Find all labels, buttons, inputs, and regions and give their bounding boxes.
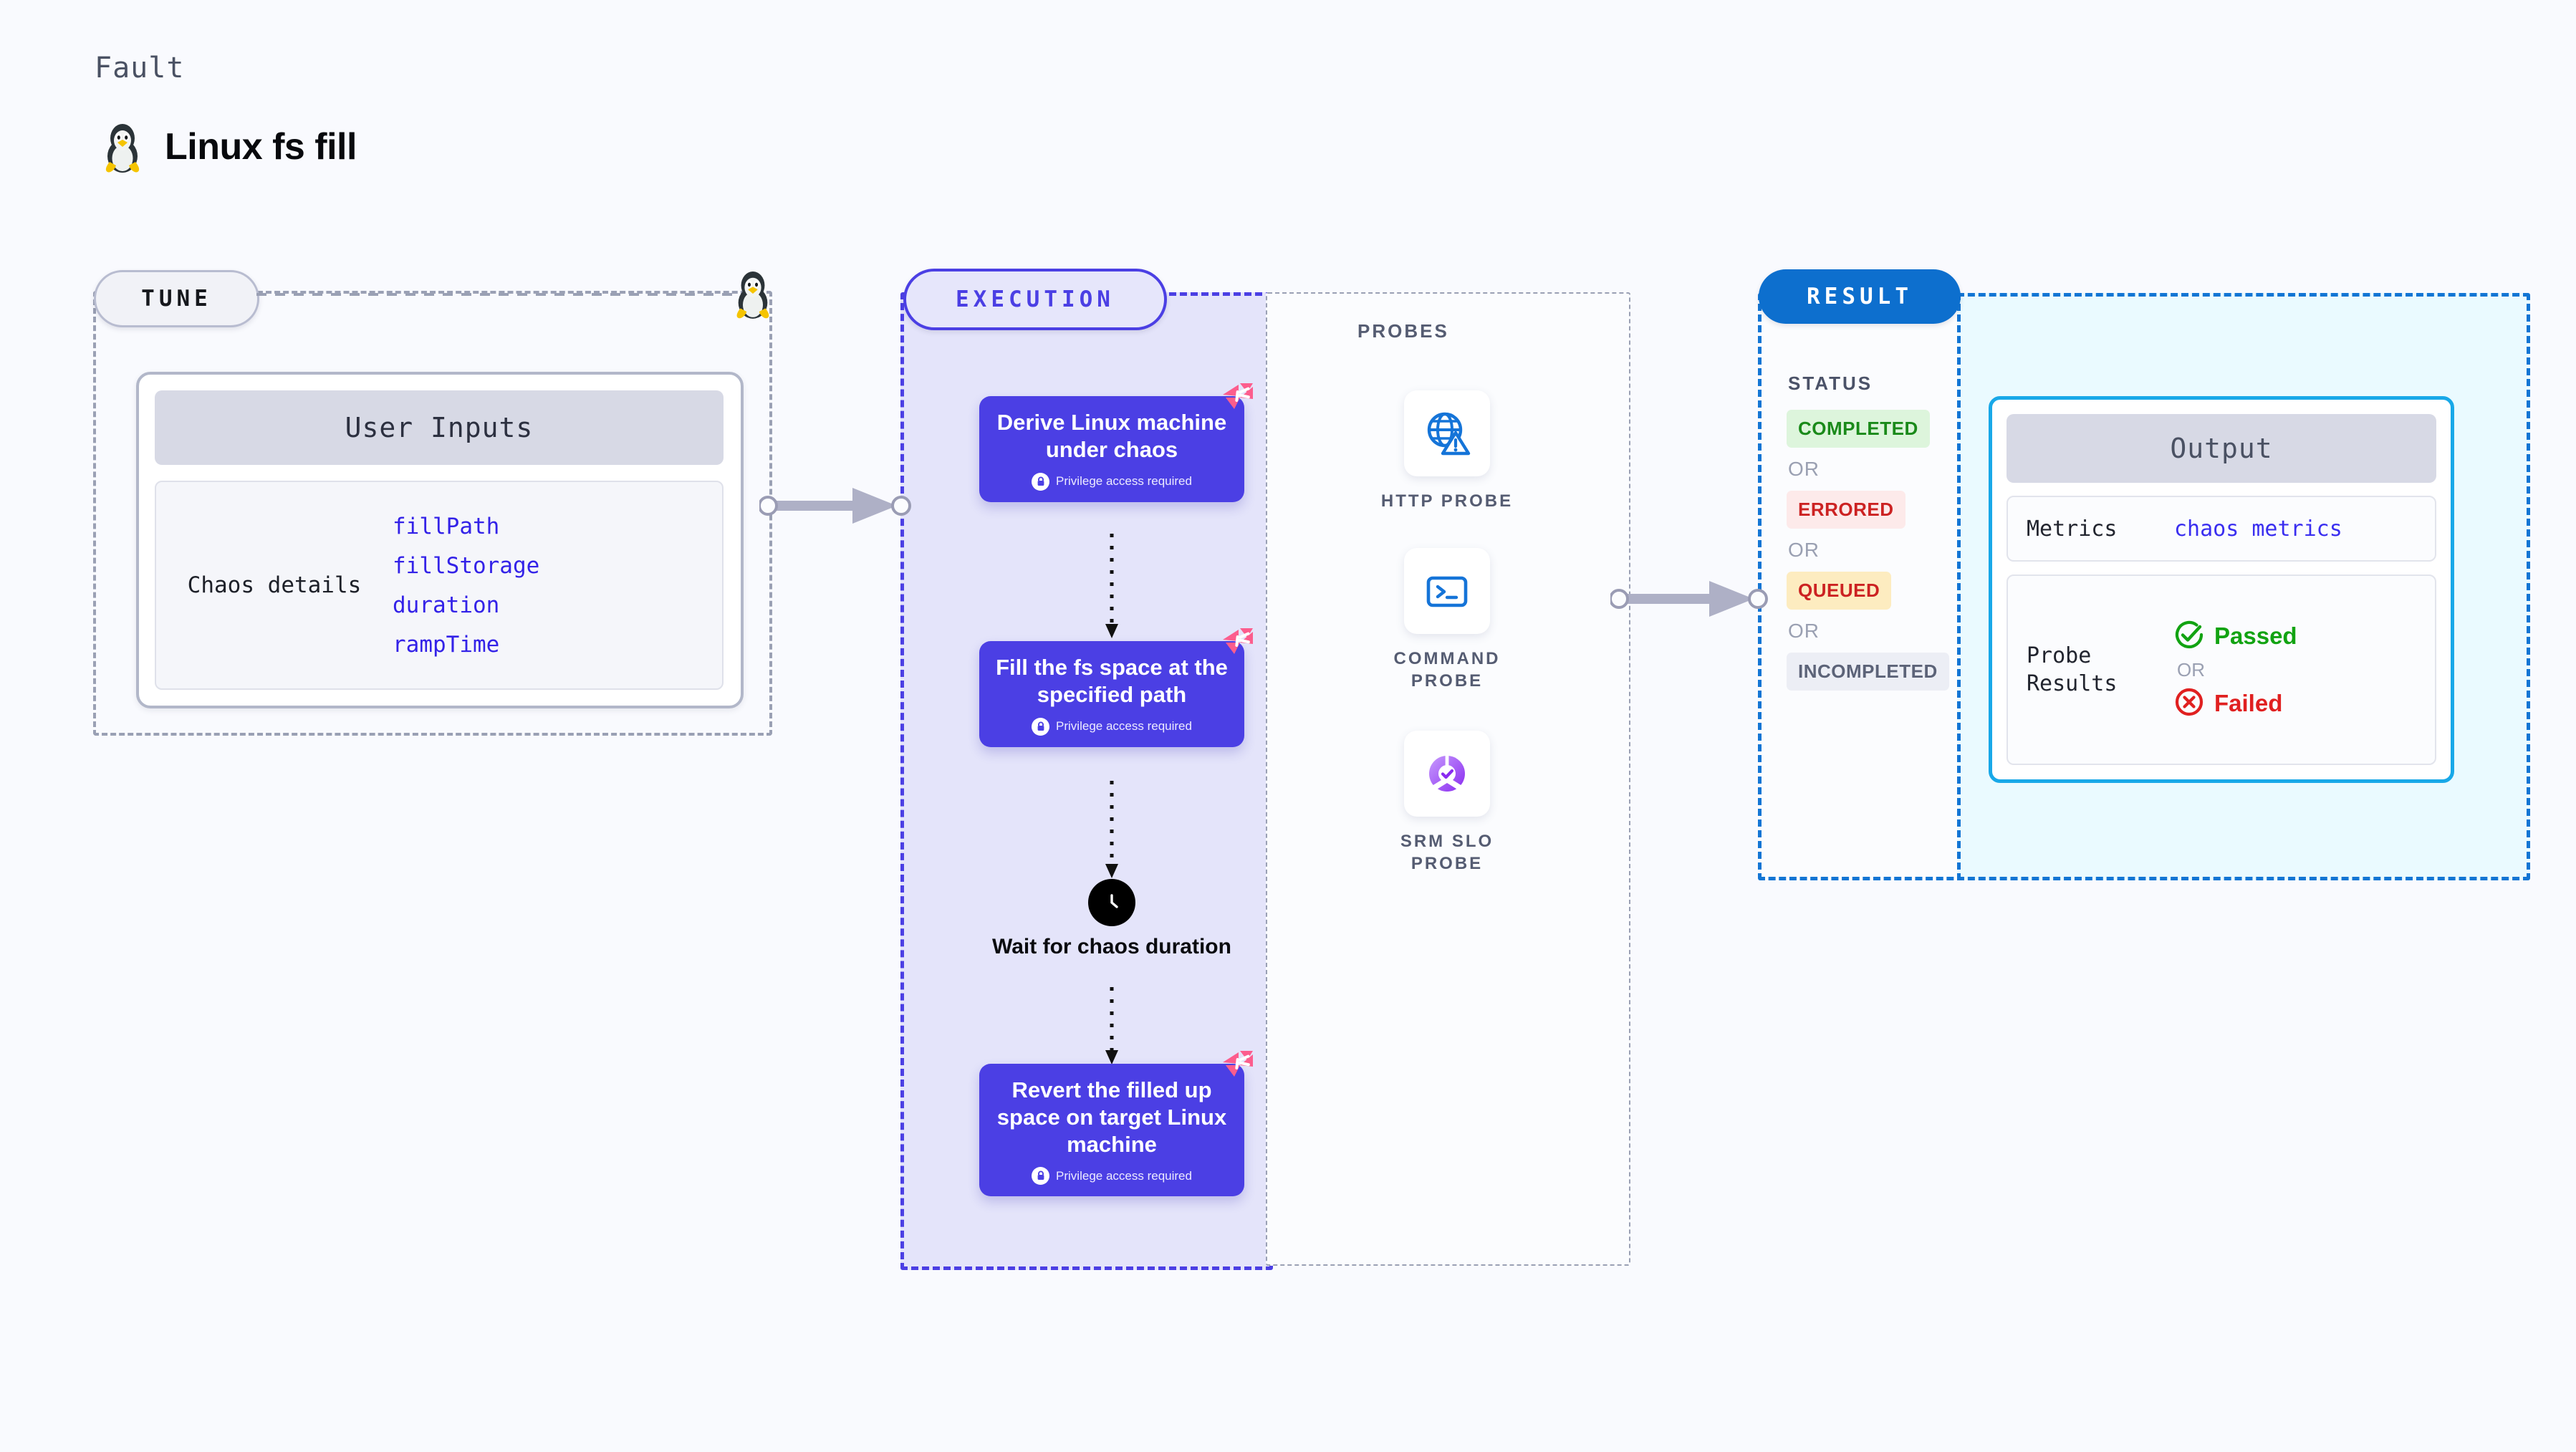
status-badge-completed: COMPLETED [1787,410,1930,448]
output-probe-results-row: Probe Results Passed OR [2007,574,2436,765]
probe-item-command[interactable]: COMMAND PROBE [1361,548,1533,692]
x-circle-icon [2174,687,2204,721]
harness-flag-icon [1220,625,1254,662]
or-separator: OR [1788,458,1820,480]
wait-for-chaos-duration-node: Wait for chaos duration [979,879,1244,961]
status-list: COMPLETED OR ERRORED OR QUEUED OR INCOMP… [1787,410,1949,691]
step-arrow [1105,781,1118,878]
tune-linux-tux-icon [731,268,774,323]
page-title: Linux fs fill [165,126,357,168]
lock-icon [1032,1167,1050,1186]
or-separator: OR [1788,620,1820,642]
clock-icon [1088,879,1135,926]
probe-item-srm-slo[interactable]: SRM SLO PROBE [1361,731,1533,875]
chaos-param-fillpath[interactable]: fillPath [393,513,500,539]
check-circle-icon [2174,620,2204,653]
harness-flag-icon [1220,380,1254,417]
probe-result-failed-label: Failed [2214,690,2283,716]
privilege-required-row: Privilege access required [991,1167,1233,1186]
fault-title-row: Linux fs fill [100,120,357,173]
tune-to-execution-connector [759,488,911,524]
step-arrow [1105,987,1118,1064]
slo-donut-check-icon [1404,731,1490,817]
probe-result-passed: Passed [2174,620,2297,653]
privilege-required-row: Privilege access required [991,472,1233,491]
user-inputs-card: User Inputs Chaos details fillPath fillS… [136,372,744,708]
output-card: Output Metrics chaos metrics Probe Resul… [1989,396,2454,783]
execution-step-card[interactable]: Revert the filled up space on target Lin… [979,1051,1253,1197]
execution-step-card[interactable]: Derive Linux machine under chaos Privile… [979,383,1253,502]
terminal-icon [1404,548,1490,634]
chaos-params-list: fillPath fillStorage duration rampTime [393,514,539,658]
privilege-required-text: Privilege access required [1056,474,1192,489]
execution-badge[interactable]: EXECUTION [903,269,1167,330]
chaos-param-duration[interactable]: duration [393,592,500,618]
status-badge-queued: QUEUED [1787,572,1892,610]
probe-label: SRM SLO PROBE [1400,832,1494,874]
harness-flag-icon [1220,1048,1254,1085]
status-label: STATUS [1788,372,1873,394]
probe-label: COMMAND PROBE [1393,649,1501,691]
status-badge-errored: ERRORED [1787,491,1905,529]
probe-result-failed: Failed [2174,687,2297,721]
linux-tux-icon [100,120,145,173]
execution-step-card[interactable]: Fill the fs space at the specified path … [979,628,1253,747]
privilege-required-row: Privilege access required [991,717,1233,736]
probe-item-http[interactable]: HTTP PROBE [1361,390,1533,512]
output-header: Output [2007,414,2436,483]
globe-warning-icon [1404,390,1490,476]
chaos-details-label: Chaos details [187,572,362,598]
execution-step-title: Fill the fs space at the specified path [996,655,1228,707]
privilege-required-text: Privilege access required [1056,719,1192,734]
user-inputs-header: User Inputs [155,390,724,465]
probe-results-values: Passed OR Failed [2174,620,2297,721]
metrics-key: Metrics [2027,516,2118,542]
page-subtitle-fault: Fault [95,52,185,85]
lock-icon [1032,472,1050,491]
lock-icon [1032,717,1050,736]
probes-section-label: PROBES [1357,320,1449,342]
chaos-details-box: Chaos details fillPath fillStorage durat… [155,481,724,690]
probe-result-passed-label: Passed [2214,622,2297,649]
or-separator: OR [2177,658,2205,681]
probe-label: HTTP PROBE [1380,491,1514,511]
chaos-param-ramptime[interactable]: rampTime [393,631,500,658]
tune-badge-connector [256,293,733,296]
result-badge[interactable]: RESULT [1759,269,1961,324]
step-arrow [1105,534,1118,638]
execution-step-title: Derive Linux machine under chaos [996,410,1227,462]
privilege-required-text: Privilege access required [1056,1168,1192,1183]
metrics-value-link[interactable]: chaos metrics [2174,516,2342,542]
tune-badge[interactable]: TUNE [94,270,259,327]
output-metrics-row: Metrics chaos metrics [2007,496,2436,562]
wait-node-label: Wait for chaos duration [992,935,1231,958]
status-badge-incompleted: INCOMPLETED [1787,653,1949,691]
or-separator: OR [1788,539,1820,561]
chaos-param-fillstorage[interactable]: fillStorage [393,552,540,579]
probe-results-key: Probe Results [2027,643,2118,696]
probes-to-result-connector [1610,581,1768,617]
execution-step-title: Revert the filled up space on target Lin… [996,1077,1227,1157]
